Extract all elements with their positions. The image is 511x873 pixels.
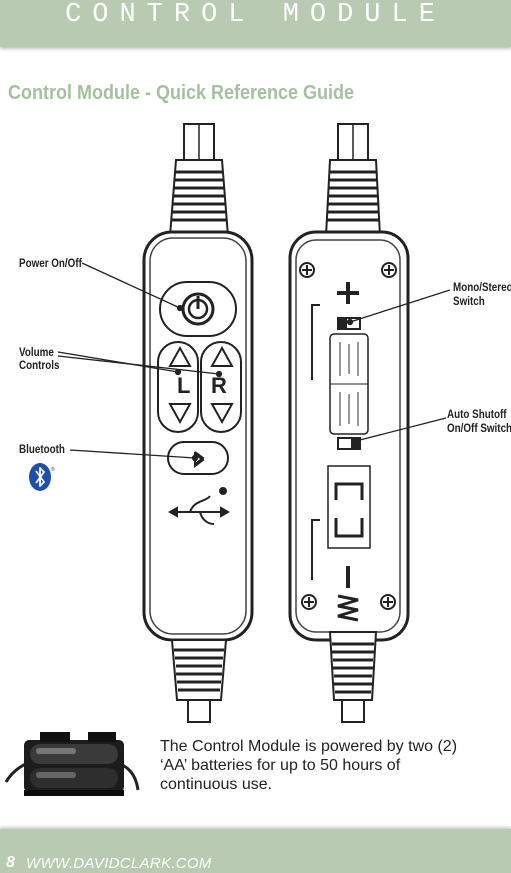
usb-icon (167, 487, 231, 525)
footer-bar (0, 829, 511, 873)
volume-callout-line1: Volume (19, 345, 54, 359)
svg-text:®: ® (51, 466, 55, 473)
bluetooth-logo-icon: ® (29, 463, 55, 491)
front-module: L R (142, 123, 254, 723)
website-link[interactable]: WWW.DAVIDCLARK.COM (26, 855, 212, 872)
volume-callout-line2: Controls (19, 358, 60, 372)
mono-stereo-callout-line1: Mono/Stereo (453, 280, 511, 294)
power-icon (181, 292, 215, 326)
mono-stereo-callout-line2: Switch (453, 294, 485, 308)
guide-title: Control Module - Quick Reference Guide (8, 82, 355, 104)
volume-right-label: R (211, 373, 227, 398)
volume-down-icon (168, 403, 192, 425)
auto-shutoff-callout-line1: Auto Shutoff (447, 407, 507, 421)
header-bar (0, 0, 511, 47)
volume-up-icon (168, 345, 192, 367)
page-header-title: CONTROL MODULE (65, 0, 446, 30)
volume-left-label: L (177, 373, 190, 398)
battery-caption: The Control Module is powered by two (2)… (160, 738, 458, 793)
auto-shutoff-callout-line2: On/Off Switch (447, 421, 511, 435)
bluetooth-callout: Bluetooth (19, 442, 65, 456)
page-number: 8 (6, 854, 15, 871)
back-module (288, 123, 410, 723)
battery-pack-photo (4, 732, 140, 796)
power-callout: Power On/Off (19, 256, 82, 270)
